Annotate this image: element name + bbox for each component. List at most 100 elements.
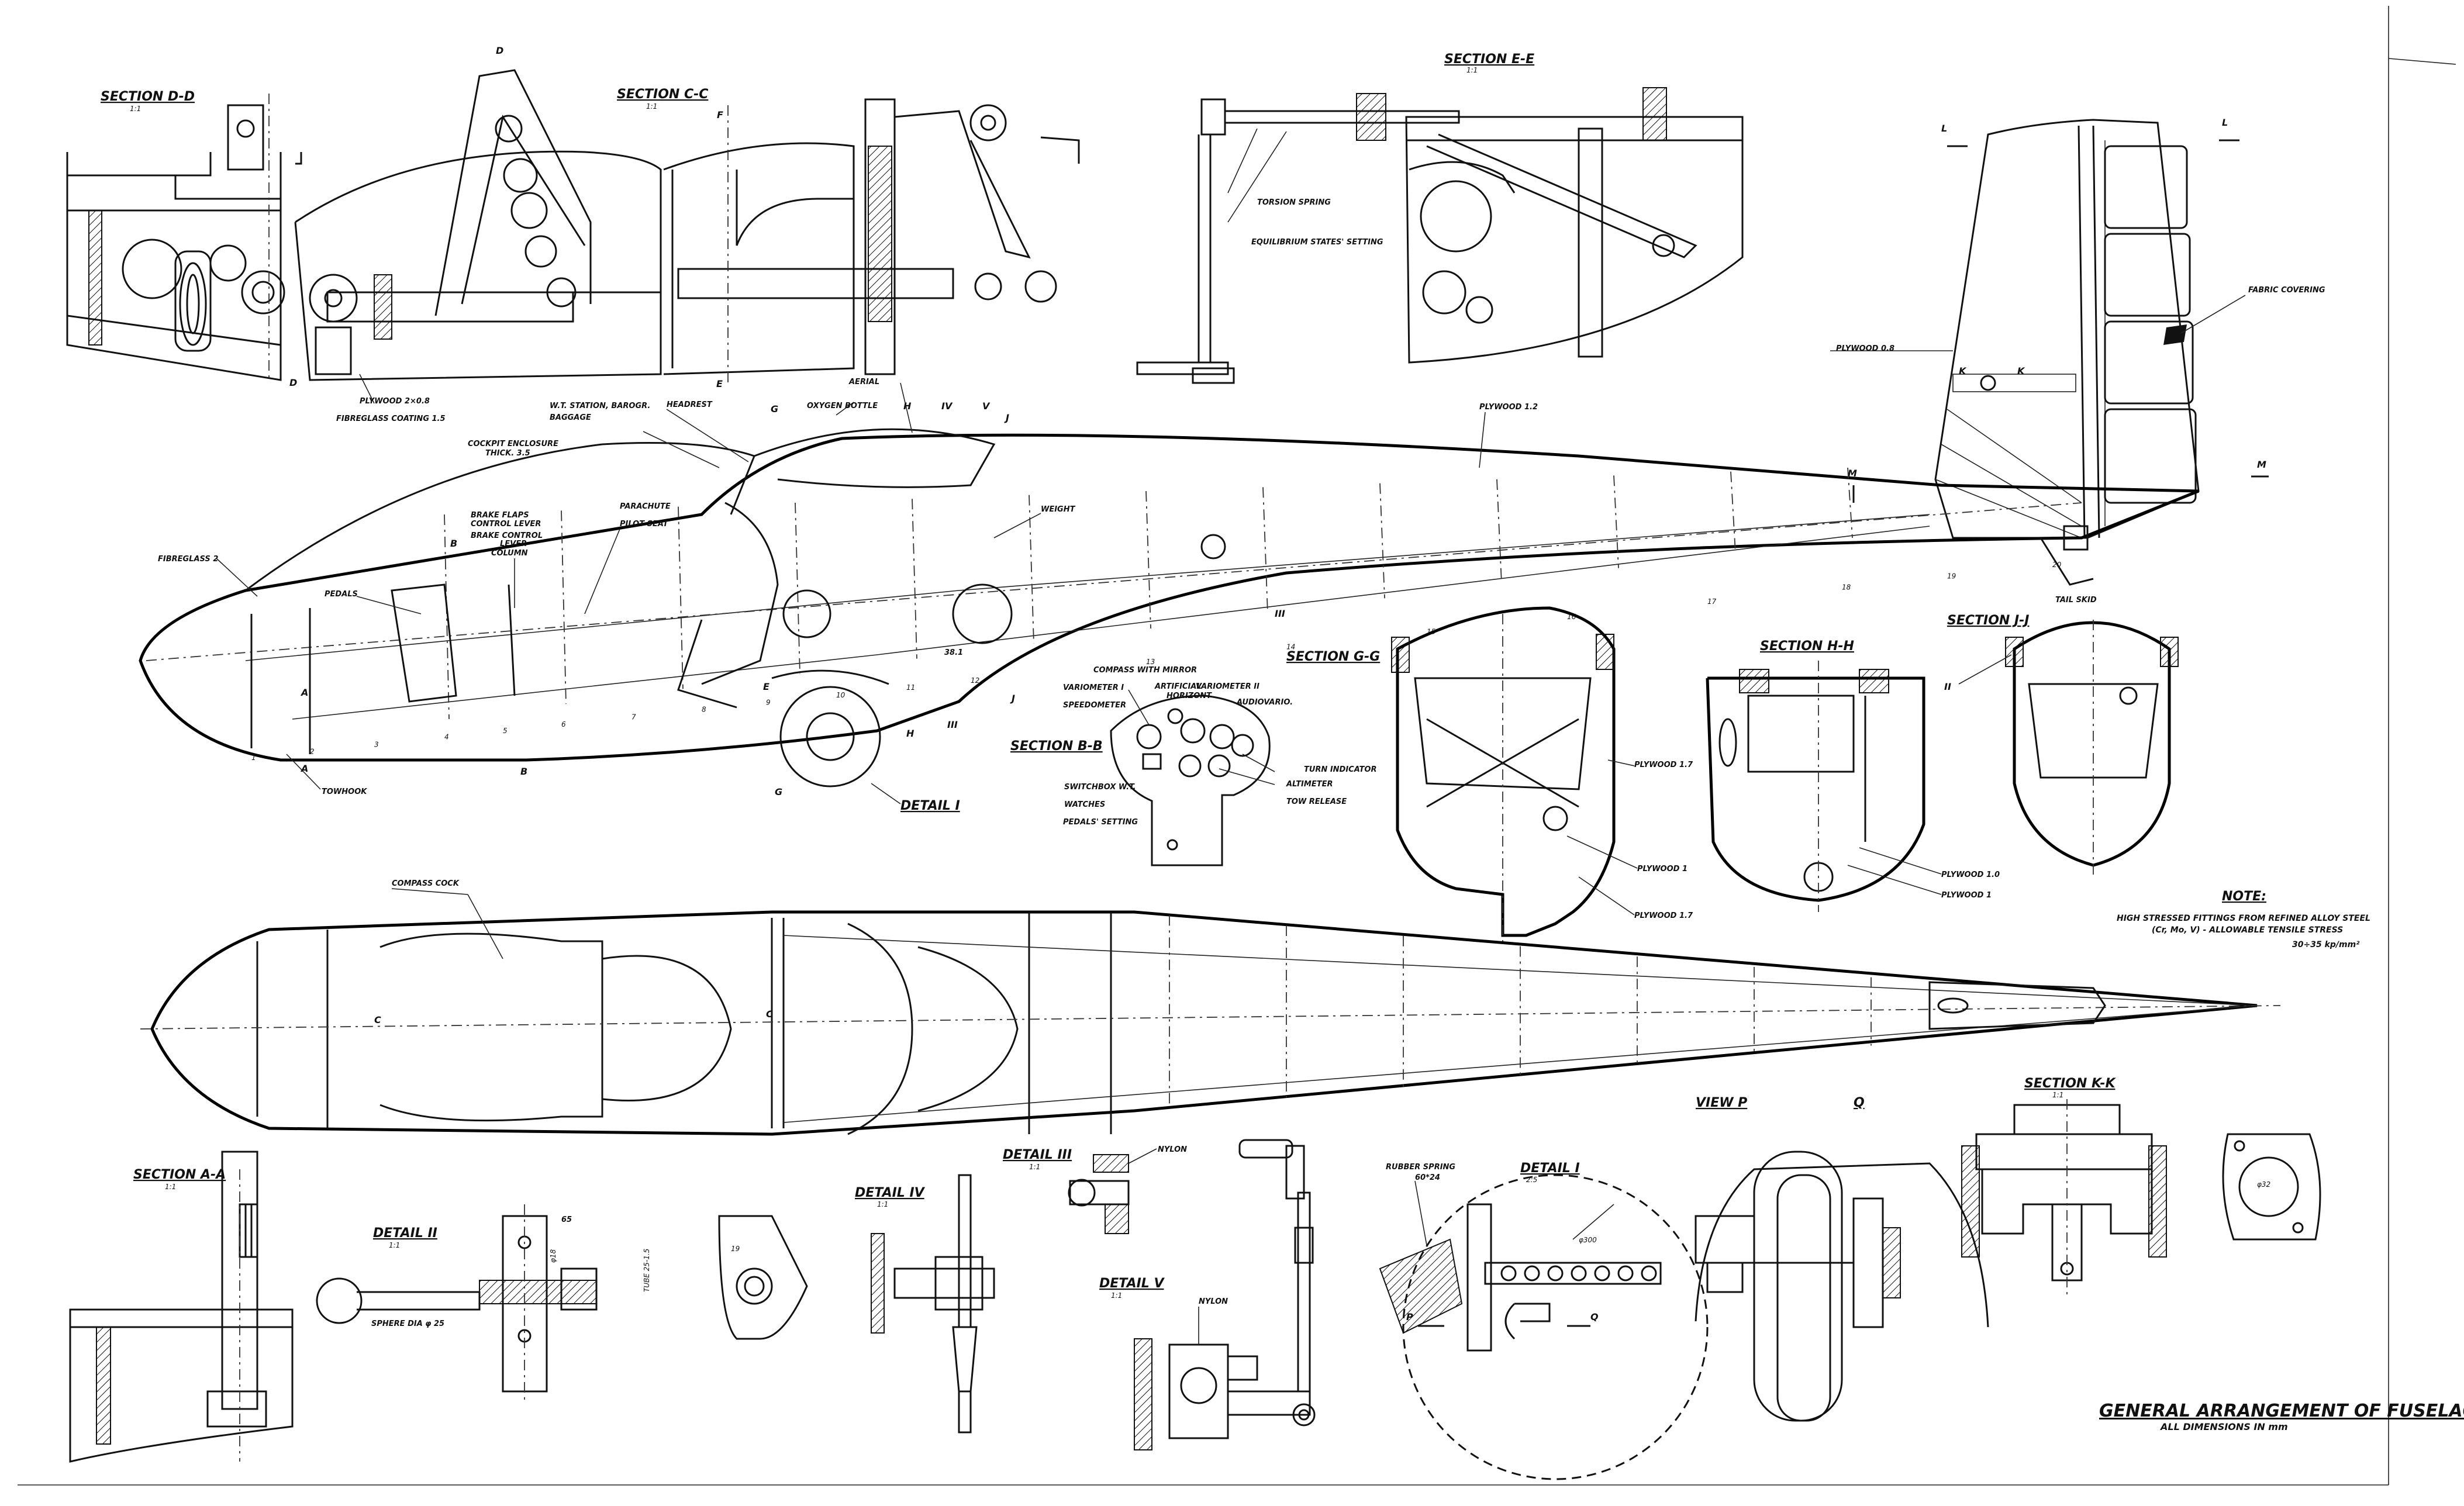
section-h-h-drawing: SECTION H-H PLYWOOD 1.0 PLYWOOD 1: [1706, 639, 2000, 912]
marker-d-bottom: D: [289, 377, 297, 388]
marker-g-bottom: G: [775, 786, 782, 797]
title-block: GENERAL ARRANGEMENT OF FUSELAGE 1:5 ALL …: [2099, 1401, 2464, 1432]
marker-e-bottom: E: [716, 378, 723, 389]
marker-k-2: K: [2017, 365, 2025, 376]
section-b-b-drawing: SECTION B-B COMPASS WITH MIRROR VARIOMET…: [1010, 666, 1376, 866]
marker-c-plan-2: C: [766, 1008, 773, 1020]
fuselage-plan-view: C C COMPASS COCK: [140, 879, 2281, 1136]
note-line-3: 30÷35 kp/mm²: [2292, 940, 2360, 949]
view-p-title: VIEW P: [1696, 1096, 1747, 1110]
frame-line: [1145, 491, 1151, 629]
view-p-q-drawing: VIEW P Q: [1695, 1096, 1989, 1422]
label-plywood-1-b: PLYWOOD 1: [1941, 891, 1992, 900]
label-brake-control-lever: LEVER: [500, 540, 527, 548]
section-b-b-title: SECTION B-B: [1010, 739, 1103, 754]
label-variometer-2: VARIOMETER II: [1196, 682, 1259, 691]
dim-38-1: 38.1: [944, 648, 963, 657]
detail-hole: [1617, 1265, 1634, 1282]
station-number: 4: [444, 733, 449, 741]
marker-iv: IV: [941, 400, 953, 412]
section-a-a-scale: 1:1: [165, 1183, 176, 1191]
label-headrest: HEADREST: [667, 400, 713, 409]
detail-i-side-label: DETAIL I: [900, 799, 960, 813]
label-plywood-1-a: PLYWOOD 1: [1637, 865, 1687, 873]
detail-hole: [1594, 1265, 1610, 1282]
note-line-1: HIGH STRESSED FITTINGS FROM REFINED ALLO…: [2117, 914, 2370, 923]
label-rubber-spring: RUBBER SPRING: [1386, 1163, 1455, 1172]
label-tube: TUBE 25-1.5: [643, 1249, 651, 1292]
label-cockpit-thick: THICK. 3.5: [485, 449, 530, 458]
section-j-j-title: SECTION J-J: [1947, 613, 2030, 628]
station-number: 6: [561, 720, 566, 728]
frame-line: [1496, 479, 1502, 583]
detail-ii-title: DETAIL II: [373, 1226, 437, 1241]
control-rod-drawing: [1238, 1139, 1316, 1426]
label-watches: WATCHES: [1064, 800, 1105, 809]
section-g-g-drawing: SECTION G-G PLYWOOD 1.7 PLYWOOD 1 PLYWOO…: [1286, 606, 1693, 947]
frame-line: [1262, 487, 1268, 614]
detail-i-large-drawing: DETAIL I 2:5 RUBBER SPRING 60*24 φ300 P …: [1379, 1161, 1709, 1480]
label-cockpit-enclosure: COCKPIT ENCLOSURE: [468, 440, 558, 448]
dim-19: 19: [731, 1245, 740, 1253]
marker-b-bottom: B: [520, 766, 527, 777]
label-column: COLUMN: [491, 549, 528, 558]
marker-iii-mid: III: [1275, 608, 1285, 619]
note-block: NOTE: HIGH STRESSED FITTINGS FROM REFINE…: [2117, 889, 2370, 949]
section-h-h-title: SECTION H-H: [1760, 639, 1854, 654]
station-number: 17: [1707, 597, 1717, 606]
label-compass-mirror: COMPASS WITH MIRROR: [1093, 666, 1197, 675]
label-plywood-17-a: PLYWOOD 1.7: [1634, 761, 1693, 769]
marker-k-1: K: [1959, 365, 1967, 376]
marker-f: F: [717, 109, 723, 120]
station-number: 18: [1842, 583, 1851, 592]
label-parachute: PARACHUTE: [620, 502, 671, 511]
label-aerial: AERIAL: [848, 378, 879, 386]
section-c-c-scale: 1:1: [646, 102, 657, 110]
detail-iv-title: DETAIL IV: [855, 1186, 926, 1200]
view-q-title: Q: [1854, 1096, 1865, 1110]
frame-line: [678, 506, 684, 689]
section-g-g-title: SECTION G-G: [1286, 650, 1380, 664]
label-plywood-12: PLYWOOD 1.2: [1479, 403, 1538, 412]
label-baggage: BAGGAGE: [550, 413, 591, 422]
label-sphere: SPHERE DIA φ 25: [371, 1320, 444, 1328]
note-heading: NOTE:: [2222, 889, 2266, 904]
dim-phi32: φ32: [2257, 1180, 2270, 1189]
label-fibreglass-2: FIBREGLASS 2: [158, 555, 218, 564]
marker-d-top: D: [496, 45, 503, 56]
section-a-a-title: SECTION A-A: [133, 1168, 226, 1182]
label-plywood-17-b: PLYWOOD 1.7: [1634, 911, 1693, 920]
section-a-a-drawing: SECTION A-A 1:1: [69, 1151, 294, 1463]
station-number: 1: [251, 754, 256, 762]
label-compass-cock: COMPASS COCK: [392, 879, 460, 888]
label-brake-flaps-lever: CONTROL LEVER: [471, 520, 541, 529]
frame-line: [1613, 475, 1619, 568]
marker-j-top: J: [1004, 412, 1009, 423]
marker-a-bottom: A: [300, 763, 308, 774]
label-altimeter: ALTIMETER: [1286, 780, 1333, 789]
station-number: 5: [503, 727, 508, 735]
label-plywood-10: PLYWOOD 1.0: [1941, 871, 2000, 879]
detail-i-large-title: DETAIL I: [1520, 1161, 1580, 1176]
detail-v-scale: 1:1: [1111, 1291, 1122, 1300]
detail-hole: [1547, 1265, 1564, 1282]
section-k-k-drawing: SECTION K-K 1:1 φ32: [1961, 1076, 2321, 1298]
label-plywood-08: PLYWOOD 0.8: [1836, 344, 1894, 353]
detail-i-holes: [1500, 1265, 1657, 1282]
detail-iii-scale: 1:1: [1029, 1163, 1040, 1171]
label-switchbox: SWITCHBOX W.T.: [1064, 783, 1136, 792]
label-turn-indicator: TURN INDICATOR: [1304, 765, 1376, 774]
section-e-e-drawing: SECTION E-E 1:1 TORSION SPRING EQUILIBRI…: [1136, 52, 1744, 384]
marker-h-bottom: H: [906, 728, 914, 739]
marker-m-right: M: [2257, 459, 2266, 470]
station-number: 10: [836, 691, 846, 699]
station-number: 3: [374, 741, 379, 749]
marker-l-right: L: [2222, 117, 2228, 128]
detail-ii-drawing: DETAIL II 1:1 SPHERE DIA φ 25 65 φ18 TUB…: [316, 1204, 651, 1403]
detail-hole: [1641, 1265, 1657, 1282]
label-equilibrium-setting: EQUILIBRIUM STATES' SETTING: [1251, 238, 1383, 247]
label-pilot-seat: PILOT SEAT: [620, 520, 669, 529]
drawing-title: GENERAL ARRANGEMENT OF FUSELAGE 1:5: [2099, 1401, 2464, 1421]
dim-phi300: φ300: [1579, 1236, 1597, 1244]
